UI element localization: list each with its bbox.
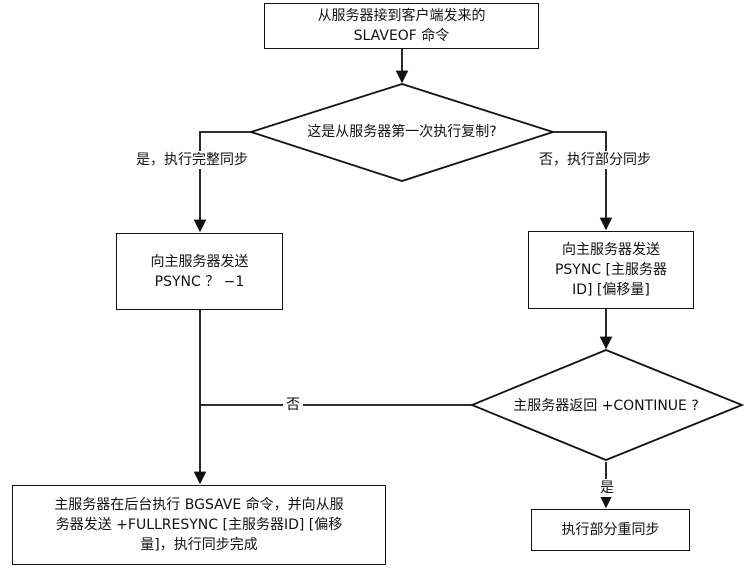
full-sync-line3: 量]，执行同步完成 — [140, 537, 258, 553]
partial-request-line3: ID] [偏移量] — [572, 282, 650, 298]
first-sync-question-text: 这是从服务器第一次执行复制? — [307, 124, 497, 140]
partial-request-node: 向主服务器发送 PSYNC [主服务器 ID] [偏移量] — [528, 231, 694, 309]
full-request-node: 向主服务器发送 PSYNC ？ −1 — [116, 233, 283, 310]
continue-question-text: 主服务器返回 +CONTINUE ? — [513, 398, 699, 414]
partial-sync-text: 执行部分重同步 — [561, 522, 660, 538]
full-sync-line2: 务器发送 +FULLRESYNC [主服务器ID] [偏移 — [55, 517, 343, 533]
continue-decision — [469, 349, 745, 461]
edge-yes-full-sync — [193, 131, 253, 233]
full-request-line1: 向主服务器发送 — [150, 253, 249, 270]
edge-label-no: 否 — [283, 396, 303, 414]
start-node: 从服务器接到客户端发来的 SLAVEOF 命令 — [264, 3, 539, 49]
start-node-line2: SLAVEOF 命令 — [353, 28, 450, 44]
full-request-line2: PSYNC ？ −1 — [154, 273, 245, 290]
edge-label-yes: 是 — [597, 479, 617, 497]
partial-request-line2: PSYNC [主服务器 — [554, 262, 668, 278]
edge-label-yes-full: 是，执行完整同步 — [133, 151, 251, 169]
start-node-line1: 从服务器接到客户端发来的 — [317, 8, 486, 24]
full-sync-node: 主服务器在后台执行 BGSAVE 命令，并向从服 务器发送 +FULLRESYN… — [12, 485, 386, 565]
full-sync-line1: 主服务器在后台执行 BGSAVE 命令，并向从服 — [54, 497, 344, 513]
partial-request-line1: 向主服务器发送 — [561, 242, 660, 258]
edge-label-no-partial: 否，执行部分同步 — [536, 151, 654, 169]
first-sync-decision — [248, 83, 556, 182]
partial-sync-node: 执行部分重同步 — [531, 509, 690, 551]
edge-no-partial-sync — [551, 131, 613, 231]
